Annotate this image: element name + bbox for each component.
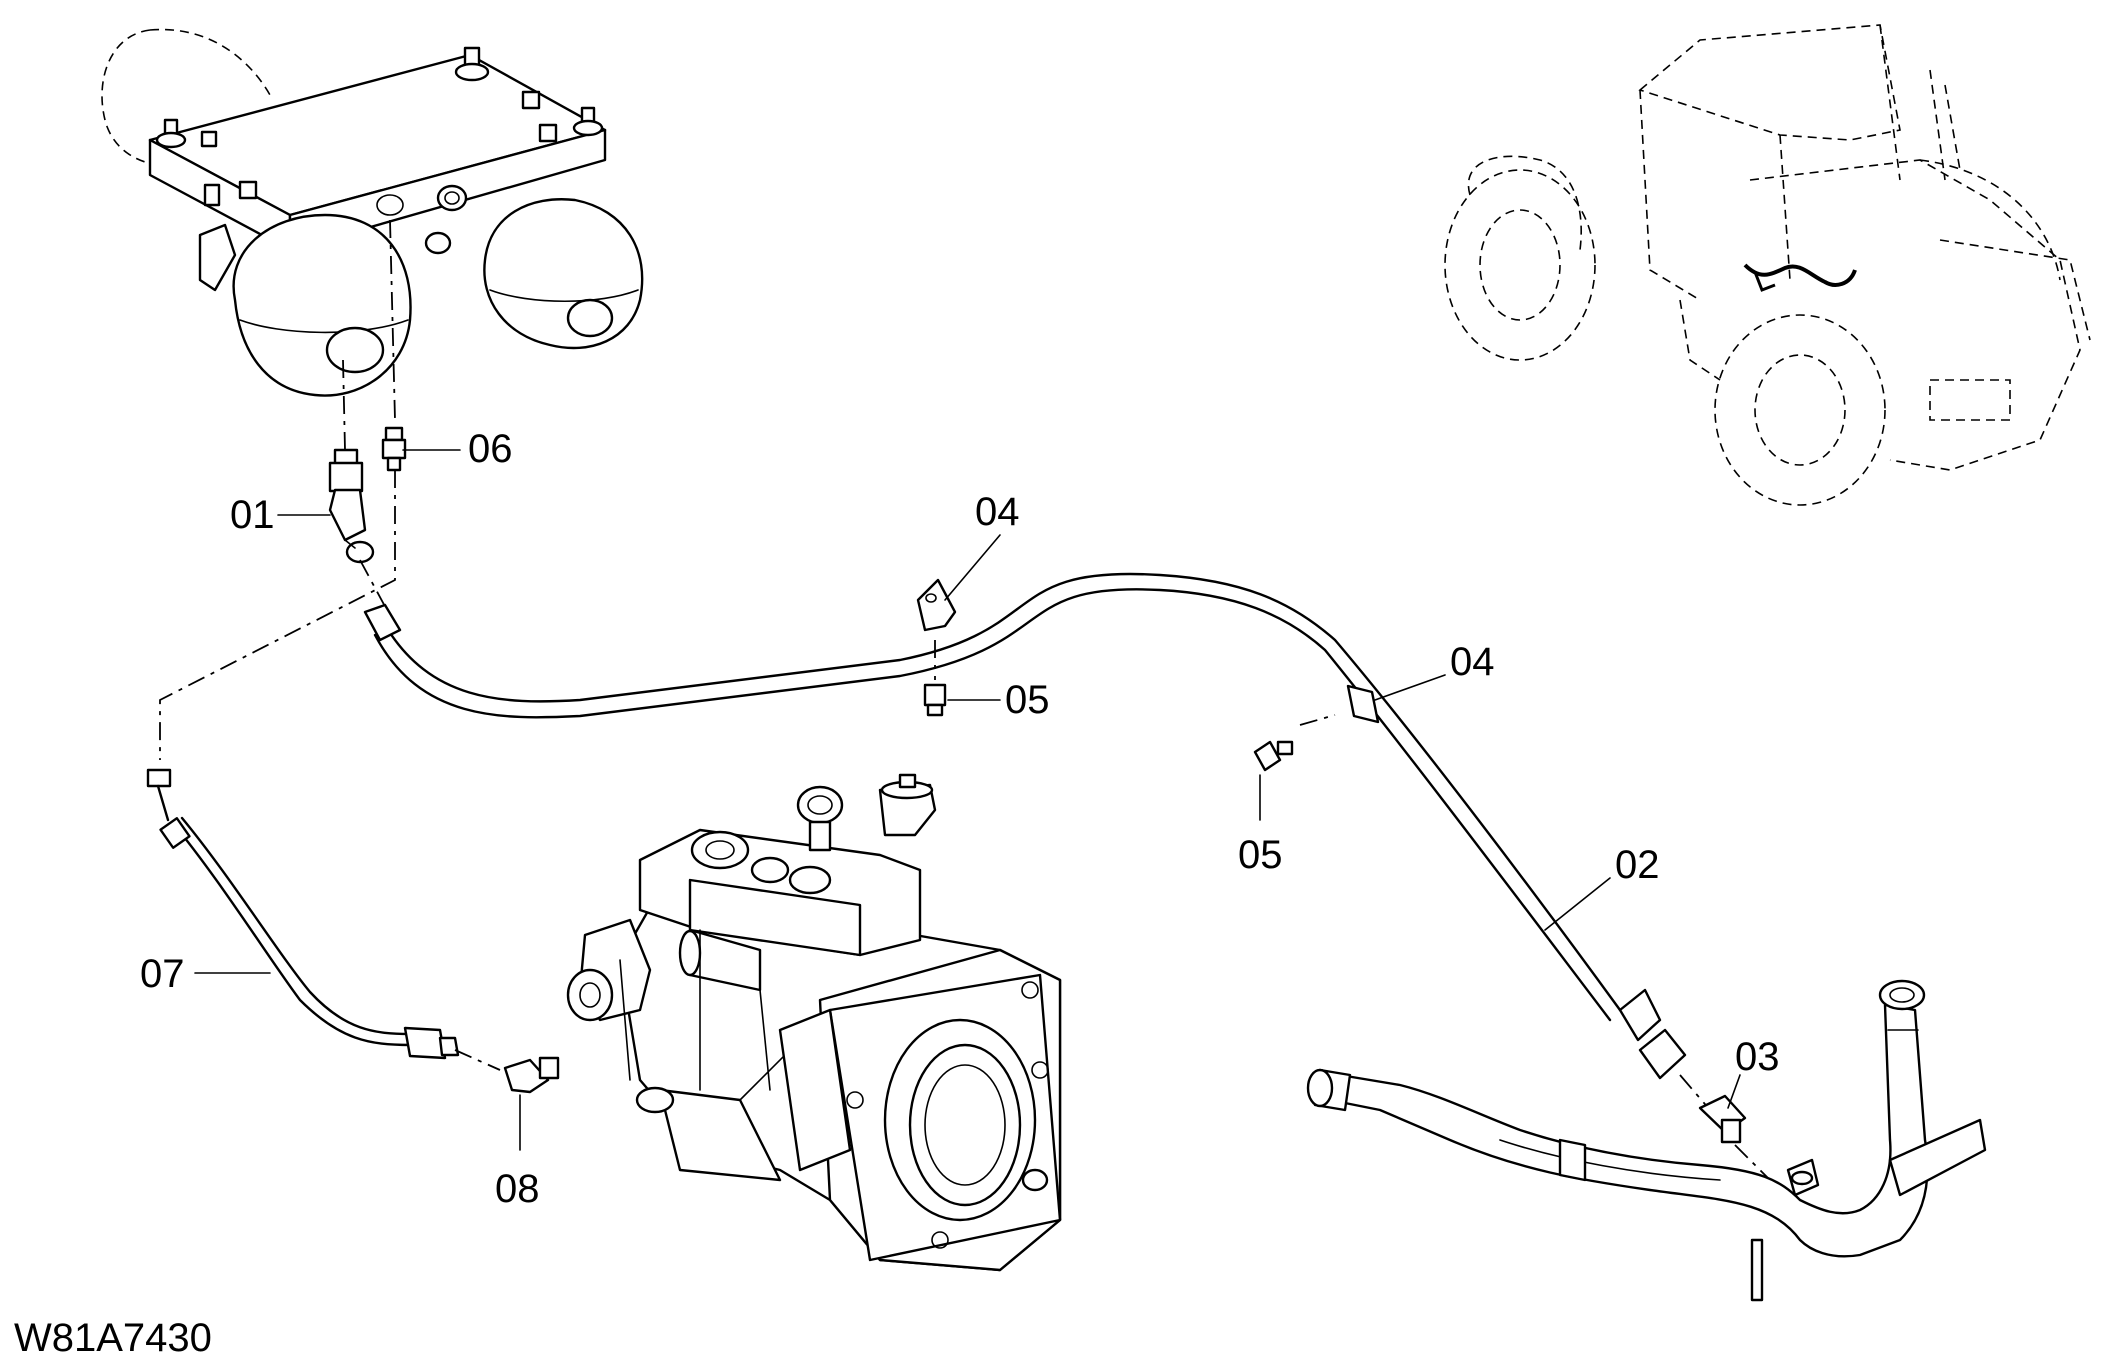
steel-pipe-icon (1306, 979, 1987, 1302)
tractor-location-icon (1444, 24, 2091, 506)
callout-06: 06 (468, 427, 513, 471)
hose-07-icon (146, 768, 460, 1060)
callout-01: 01 (230, 493, 275, 537)
leader-lines (194, 449, 1741, 1151)
clamp-icon (916, 578, 1380, 724)
bolt-icon (923, 640, 1336, 772)
callout-03: 03 (1735, 1035, 1780, 1079)
fitting-06-icon (381, 426, 407, 472)
callout-02: 02 (1615, 843, 1660, 887)
callout-04-upper: 04 (975, 490, 1020, 534)
callout-08: 08 (495, 1167, 540, 1211)
callout-07: 07 (140, 952, 185, 996)
elbow-fitting-icon (328, 448, 375, 564)
hose-icon (363, 572, 1687, 1080)
callout-05-right: 05 (1005, 678, 1050, 722)
hydraulic-pump-icon (566, 773, 1062, 1272)
callout-04-lower: 04 (1450, 640, 1495, 684)
figure-id: W81A7430 (14, 1316, 212, 1360)
accumulator-block-icon (101, 28, 644, 451)
callout-05-lower: 05 (1238, 833, 1283, 877)
fitting-08-icon (454, 1049, 560, 1094)
